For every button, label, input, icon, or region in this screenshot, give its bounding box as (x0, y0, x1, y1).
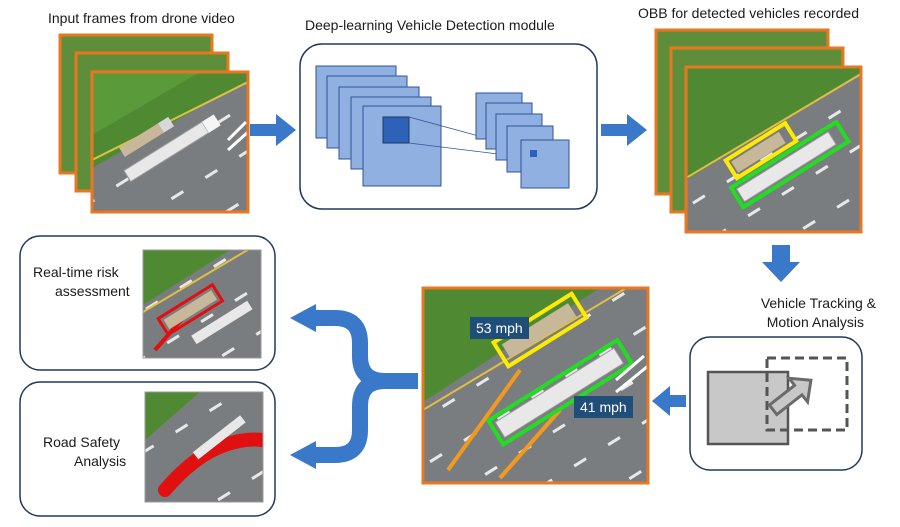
input-frame-image (92, 72, 248, 212)
safety-label-line1: Road Safety (43, 434, 121, 450)
speed-badge-53: 53 mph (470, 317, 529, 339)
road-safety-box (19, 381, 276, 517)
arrow-right-icon (250, 114, 296, 146)
speed-frame (421, 286, 650, 485)
safety-label-line2: Analysis (74, 453, 127, 469)
arrow-left-icon (290, 304, 316, 332)
arrow-right-icon (601, 114, 647, 146)
risk-assessment-box (19, 235, 276, 371)
obb-frames-stack (654, 28, 863, 234)
input-frames-stack (58, 33, 250, 214)
input-frames-label: Input frames from drone video (48, 10, 235, 26)
tracking-label-line1: Vehicle Tracking & (760, 295, 876, 311)
cnn-layers-small (475, 92, 570, 189)
branch-arrow-icon (312, 310, 418, 463)
risk-label-line2: assessment (55, 283, 130, 299)
arrow-down-icon (762, 245, 800, 282)
detection-module-label: Deep-learning Vehicle Detection module (305, 17, 555, 33)
risk-label-line1: Real-time risk (33, 264, 119, 280)
speed-badge-41: 41 mph (574, 396, 633, 418)
tracking-box (689, 336, 863, 471)
obb-frame-image (686, 67, 861, 232)
arrow-left-icon (652, 386, 686, 416)
motion-arrow-icon (767, 376, 813, 417)
arrow-left-icon (290, 441, 316, 469)
detection-module-box (299, 43, 598, 210)
tracking-label-line2: Motion Analysis (766, 314, 864, 330)
obb-recorded-label: OBB for detected vehicles recorded (638, 5, 860, 21)
